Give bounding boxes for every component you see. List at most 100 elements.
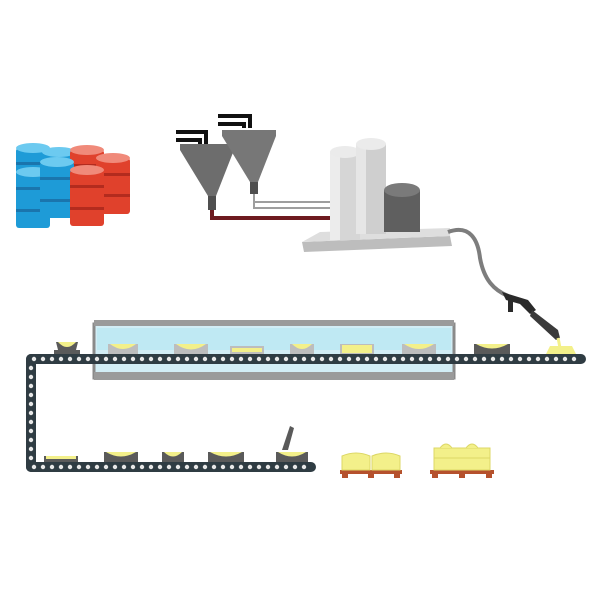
roller bbox=[28, 455, 34, 461]
hoppers bbox=[176, 114, 276, 210]
roller bbox=[148, 356, 154, 362]
roller bbox=[28, 437, 34, 443]
roller bbox=[427, 356, 433, 362]
roller bbox=[292, 356, 298, 362]
pallet-icon bbox=[340, 470, 402, 478]
tank-icon bbox=[384, 183, 420, 232]
roller bbox=[85, 356, 91, 362]
roller bbox=[571, 356, 577, 362]
roller bbox=[67, 464, 73, 470]
finished-products bbox=[340, 443, 494, 478]
roller bbox=[382, 356, 388, 362]
feed-lines bbox=[210, 194, 332, 220]
roller bbox=[400, 356, 406, 362]
roller bbox=[247, 356, 253, 362]
roller bbox=[112, 356, 118, 362]
roller bbox=[418, 356, 424, 362]
storage-tanks bbox=[302, 138, 452, 252]
roller bbox=[28, 446, 34, 452]
roller bbox=[184, 464, 190, 470]
roller bbox=[49, 356, 55, 362]
mold-icon bbox=[474, 344, 510, 354]
roller bbox=[28, 365, 34, 371]
mold-icon bbox=[44, 456, 78, 462]
roller bbox=[220, 356, 226, 362]
drum-icon bbox=[40, 157, 74, 218]
roller bbox=[103, 356, 109, 362]
roller bbox=[28, 401, 34, 407]
drum-icon bbox=[96, 153, 130, 214]
roller bbox=[292, 464, 298, 470]
roller bbox=[256, 464, 262, 470]
roller bbox=[508, 356, 514, 362]
roller bbox=[256, 356, 262, 362]
roller bbox=[481, 356, 487, 362]
roller bbox=[202, 356, 208, 362]
roller bbox=[283, 356, 289, 362]
roller bbox=[220, 464, 226, 470]
conveyor-belt bbox=[26, 354, 586, 472]
roller bbox=[328, 356, 334, 362]
roller bbox=[490, 356, 496, 362]
roller bbox=[28, 428, 34, 434]
roller bbox=[310, 356, 316, 362]
hopper-icon bbox=[180, 144, 234, 210]
roller bbox=[238, 464, 244, 470]
roller bbox=[76, 356, 82, 362]
roller bbox=[562, 356, 568, 362]
roller bbox=[202, 464, 208, 470]
foam-block-icon bbox=[341, 452, 401, 471]
roller bbox=[31, 356, 37, 362]
roller bbox=[175, 464, 181, 470]
mold-icon bbox=[208, 452, 244, 462]
roller bbox=[166, 464, 172, 470]
roller bbox=[238, 356, 244, 362]
roller bbox=[139, 464, 145, 470]
roller bbox=[535, 356, 541, 362]
lower-molds bbox=[44, 426, 308, 462]
roller bbox=[391, 356, 397, 362]
mold-icon bbox=[104, 452, 138, 462]
roller bbox=[130, 464, 136, 470]
mold-icon bbox=[402, 344, 436, 354]
hopper-icon bbox=[222, 130, 276, 194]
roller bbox=[409, 356, 415, 362]
roller bbox=[94, 464, 100, 470]
roller bbox=[67, 356, 73, 362]
roller bbox=[373, 356, 379, 362]
roller bbox=[463, 356, 469, 362]
roller bbox=[184, 356, 190, 362]
roller bbox=[139, 356, 145, 362]
roller bbox=[58, 356, 64, 362]
roller bbox=[526, 356, 532, 362]
roller bbox=[265, 356, 271, 362]
roller bbox=[364, 356, 370, 362]
roller bbox=[211, 356, 217, 362]
roller bbox=[28, 419, 34, 425]
pallet-icon bbox=[430, 470, 494, 478]
roller bbox=[229, 464, 235, 470]
roller bbox=[445, 356, 451, 362]
roller bbox=[211, 464, 217, 470]
roller bbox=[553, 356, 559, 362]
roller bbox=[166, 356, 172, 362]
roller bbox=[94, 356, 100, 362]
mold-icon bbox=[230, 346, 264, 354]
foam-block-icon bbox=[433, 443, 491, 471]
mold-icon bbox=[290, 344, 314, 354]
roller bbox=[85, 464, 91, 470]
roller bbox=[28, 410, 34, 416]
roller bbox=[454, 356, 460, 362]
roller bbox=[301, 464, 307, 470]
roller bbox=[40, 356, 46, 362]
upper-molds bbox=[54, 342, 510, 354]
roller bbox=[121, 356, 127, 362]
spray-gun-icon bbox=[502, 292, 560, 340]
roller bbox=[544, 356, 550, 362]
roller bbox=[517, 356, 523, 362]
roller bbox=[301, 356, 307, 362]
mold-icon bbox=[108, 344, 138, 354]
roller bbox=[103, 464, 109, 470]
